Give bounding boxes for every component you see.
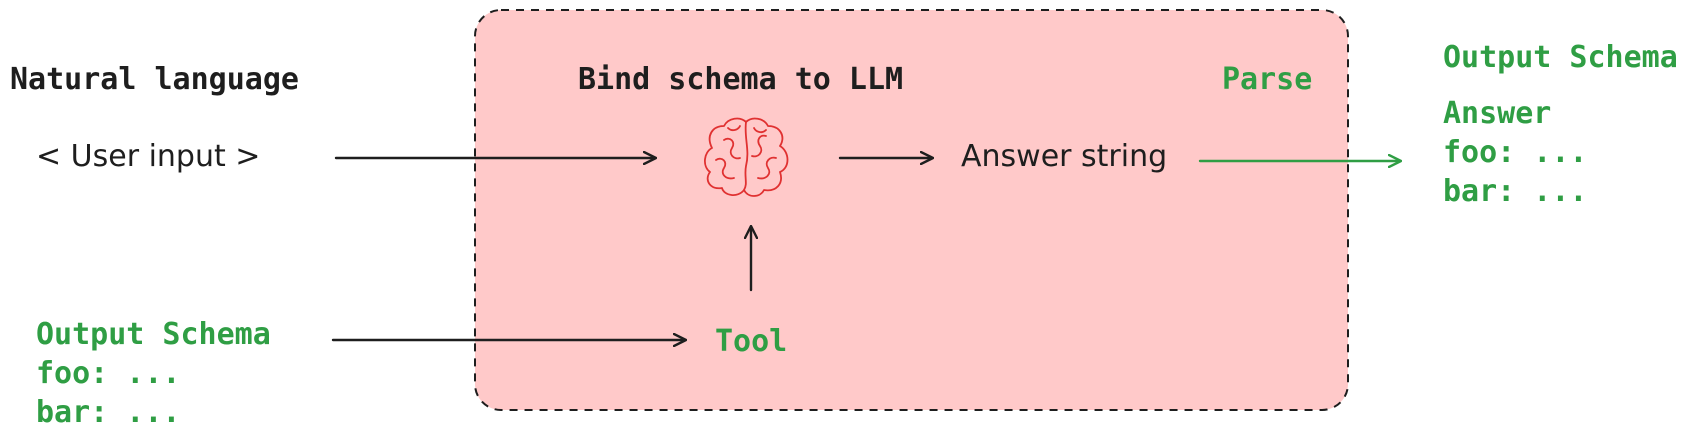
left-schema-field-foo: foo: ... [36, 356, 181, 391]
processing-box [474, 9, 1349, 411]
left-schema-title: Output Schema [36, 317, 271, 352]
natural-language-label: Natural language [10, 62, 299, 97]
left-schema-field-bar: bar: ... [36, 395, 181, 430]
right-schema-title: Output Schema [1443, 40, 1678, 75]
parse-label: Parse [1222, 62, 1312, 97]
tool-label: Tool [715, 324, 787, 359]
right-field-bar: bar: ... [1443, 174, 1588, 209]
right-answer-label: Answer [1443, 96, 1551, 131]
answer-string-text: Answer string [961, 139, 1167, 174]
brain-icon [704, 117, 789, 197]
bind-schema-label: Bind schema to LLM [578, 62, 903, 97]
user-input-text: < User input > [36, 139, 260, 174]
right-field-foo: foo: ... [1443, 135, 1588, 170]
